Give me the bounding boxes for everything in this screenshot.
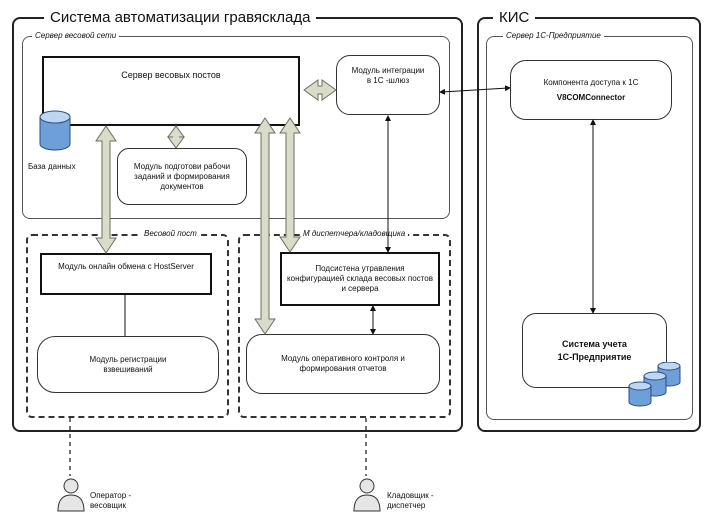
database-icon: [39, 110, 71, 151]
operational-control-module-label: Модуль оперативного контроля и формирова…: [281, 354, 405, 373]
weighing-registration-module-label: Модуль регистрации взвешиваний: [89, 354, 167, 374]
task-preparation-module-label: Модуль подготови рабочи заданий и формир…: [133, 161, 231, 191]
storekeeper-person-icon: [353, 478, 381, 512]
storekeeper-label: Кладовщик - диспетчер: [387, 491, 434, 510]
integration-module-box: Модуль интеграции в 1С -шлюз: [336, 55, 440, 115]
kis-title: КИС: [493, 10, 536, 26]
weight-posts-server-box: Сервер весовых постов: [42, 56, 300, 126]
automation-system-title: Система автоматизации гравясклада: [44, 10, 317, 26]
weight-server-network-caption: Сервер весовой сети: [32, 31, 120, 41]
weighing-registration-module-box: Модуль регистрации взвешиваний: [37, 336, 219, 393]
task-preparation-module-box: Модуль подготови рабочи заданий и формир…: [117, 148, 247, 205]
accounting-system-label-1: Система учета: [562, 338, 627, 349]
accounting-database-icon: [628, 362, 681, 407]
accounting-system-label-2: 1С-Предприятие: [557, 351, 632, 362]
accounting-system-box: Система учета 1С-Предприятие: [522, 313, 667, 388]
access-component-label: Компонента доступа к 1С: [543, 77, 639, 87]
operator-label: Оператор - весовщик: [90, 491, 132, 510]
config-subsystem-box: Подсистена утравления конфигурацией скла…: [280, 252, 440, 306]
com-connector-label: V8COMConnector: [556, 92, 626, 102]
enterprise-server-caption: Сервер 1С-Предприятие: [503, 31, 604, 41]
integration-module-label: Модуль интеграции в 1С -шлюз: [351, 66, 425, 85]
online-exchange-module-box: Модуль онлайн обмена с HostServer: [40, 253, 212, 295]
access-component-box: Компонента доступа к 1С V8COMConnector: [510, 60, 672, 120]
online-exchange-module-label: Модуль онлайн обмена с HostServer: [58, 262, 194, 271]
operational-control-module-box: Модуль оперативного контроля и формирова…: [246, 334, 440, 394]
config-subsystem-label: Подсистена утравления конфигурацией скла…: [287, 264, 433, 293]
database-label: База данных: [28, 162, 76, 171]
weigh-post-caption: Весовой пост: [141, 229, 200, 239]
weight-posts-server-label: Сервер весовых постов: [121, 70, 221, 80]
operator-person-icon: [57, 478, 85, 512]
dispatcher-workstation-caption: М диспетчера/кладовщика: [300, 229, 409, 239]
